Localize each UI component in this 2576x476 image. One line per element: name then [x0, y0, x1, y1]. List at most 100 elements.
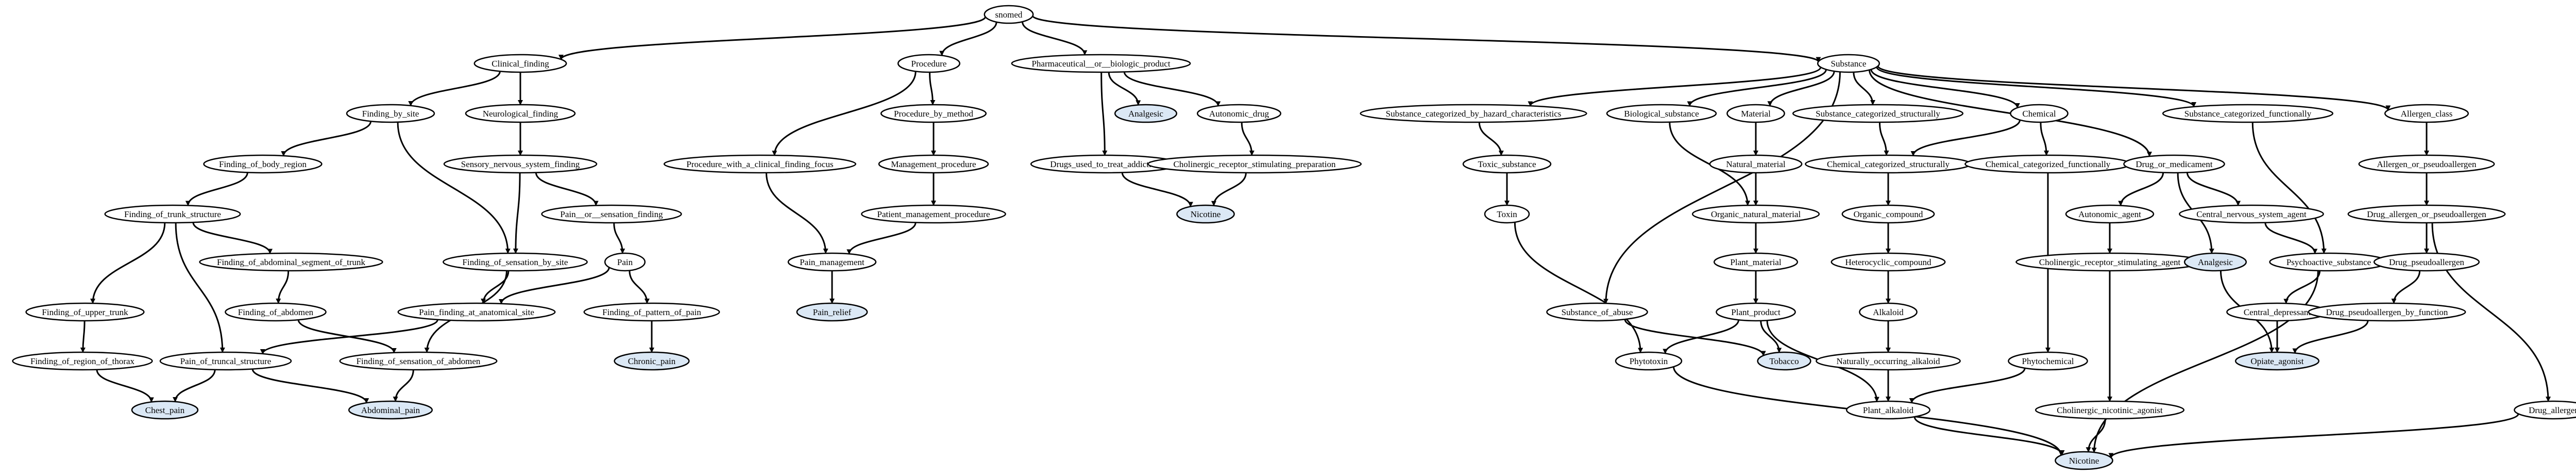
node-ellipse	[443, 252, 588, 272]
node-label: Chronic_pain	[628, 356, 676, 366]
edge-layer	[80, 15, 2551, 458]
node-ellipse	[465, 104, 576, 123]
node-substance: Substance	[1817, 54, 1880, 73]
edge-toxin-to-phytotoxin	[1514, 222, 1643, 353]
edge-finding-sensation-abdomen-to-abdominal-pain	[393, 369, 414, 402]
node-ellipse	[787, 252, 877, 272]
node-ellipse	[604, 252, 646, 272]
node-label: Heterocyclic_compound	[1845, 257, 1931, 267]
node-toxic-substance: Toxic_substance	[1462, 154, 1552, 174]
node-analgesic-s: Analgesic	[2183, 252, 2247, 272]
node-ellipse	[1546, 302, 1648, 322]
node-ellipse	[1615, 351, 1683, 371]
node-ellipse	[339, 351, 498, 371]
node-ellipse	[1716, 302, 1796, 322]
node-label: Material	[1741, 109, 1771, 119]
node-ellipse	[199, 252, 383, 272]
node-label: Chemical_categorized_structurally	[1827, 159, 1950, 169]
node-pain-sensation-finding: Pain__or__sensation_finding	[541, 204, 682, 224]
edge-drug-medicament-to-cns-agent	[2186, 172, 2241, 206]
node-toxin: Toxin	[1484, 204, 1530, 224]
edge-drug-medicament-to-autonomic-agent	[2118, 172, 2164, 206]
edge-finding-by-site-to-finding-sensation-site	[397, 122, 511, 254]
node-ellipse	[1147, 154, 1362, 174]
node-ellipse	[2179, 204, 2324, 224]
node-ellipse	[1841, 204, 1935, 224]
node-biological-substance: Biological_substance	[1606, 104, 1717, 123]
node-ellipse	[1462, 154, 1552, 174]
node-ellipse	[1691, 204, 1820, 224]
node-ellipse	[1196, 104, 1282, 123]
node-substance-abuse: Substance_of_abuse	[1546, 302, 1648, 322]
node-finding-sensation-abdomen: Finding_of_sensation_of_abdomen	[339, 351, 498, 371]
node-ellipse	[1792, 104, 1964, 123]
node-label: Finding_of_abdomen	[238, 307, 314, 317]
node-label: Procedure_with_a_clinical_finding_focus	[686, 159, 833, 169]
node-label: Plant_product	[1731, 307, 1781, 317]
node-label: Finding_of_region_of_thorax	[30, 356, 135, 366]
edge-plant-product-to-phytotoxin	[1663, 319, 1740, 354]
node-ellipse	[1360, 104, 1587, 123]
node-label: Central_depressant	[2244, 307, 2311, 317]
node-pain-management: Pain_management	[787, 252, 877, 272]
node-abdominal-pain: Abdominal_pain	[348, 400, 433, 420]
node-ellipse	[443, 154, 598, 174]
node-label: Plant_alkaloid	[1863, 405, 1914, 415]
node-pain-anatomical-site: Pain_finding_at_anatomical_site	[397, 302, 556, 322]
node-ellipse	[984, 5, 1034, 24]
node-ellipse	[880, 104, 987, 123]
edge-chemical-to-chem-struct	[1910, 120, 2021, 156]
edge-autonomic-drug-to-cholinergic-prep	[1241, 122, 1255, 156]
node-label: Drug_allergen_or_pseudoallergen	[2367, 209, 2486, 219]
edge-cholinergic-prep-to-nicotine-p	[1211, 172, 1247, 206]
node-sensory-finding: Sensory_nervous_system_finding	[443, 154, 598, 174]
edge-finding-trunk-to-pain-truncal	[175, 222, 225, 353]
edge-pain-sensation-finding-to-pain	[613, 222, 625, 254]
node-ellipse	[583, 302, 720, 322]
node-ellipse	[159, 351, 292, 371]
node-nicotine-p: Nicotine	[1176, 204, 1235, 224]
edge-cns-agent-to-psychoactive	[2264, 222, 2318, 254]
node-procedure: Procedure	[897, 54, 961, 73]
node-proc-clinical-focus: Procedure_with_a_clinical_finding_focus	[663, 154, 857, 174]
edge-pain-truncal-to-chest-pain	[173, 369, 216, 402]
node-drug-pseudo-func: Drug_pseudoallergen_by_function	[2308, 302, 2466, 322]
node-pain: Pain	[604, 252, 646, 272]
node-finding-pattern-pain: Finding_of_pattern_of_pain	[583, 302, 720, 322]
node-label: Nicotine	[1191, 209, 1221, 219]
edge-pain-anatomical-site-to-pain-truncal	[260, 319, 438, 354]
node-label: Cholinergic_nicotinic_agonist	[2057, 405, 2163, 415]
node-allergen-pseudo: Allergen_or_pseudoallergen	[2358, 154, 2495, 174]
node-ellipse	[2183, 252, 2247, 272]
edge-substance-to-allergen-class	[1877, 65, 2391, 111]
node-label: Tobacco	[1769, 356, 1799, 366]
node-analgesic-p: Analgesic	[1114, 104, 1178, 123]
node-ellipse	[346, 104, 435, 123]
node-ellipse	[861, 204, 1006, 224]
node-ellipse	[2065, 204, 2155, 224]
node-ellipse	[2308, 302, 2466, 322]
node-label: Alkaloid	[1873, 307, 1904, 317]
edge-sub-struct-to-chem-struct	[1878, 122, 1889, 156]
node-finding-abdomen: Finding_of_abdomen	[225, 302, 327, 322]
node-drugs-addiction: Drugs_used_to_treat_addiction	[1030, 154, 1180, 174]
node-label: Naturally_occurring_alkaloid	[1836, 356, 1940, 366]
node-label: Nicotine	[2069, 456, 2099, 466]
edge-finding-abd-segment-to-finding-abdomen	[276, 270, 290, 304]
node-ellipse	[397, 302, 556, 322]
node-drug-pseudo: Drug_pseudoallergen	[2373, 252, 2480, 272]
edge-snomed-to-substance	[1032, 15, 1821, 62]
node-ellipse	[663, 154, 857, 174]
node-finding-abd-segment: Finding_of_abdominal_segment_of_trunk	[199, 252, 383, 272]
node-label: Natural_material	[1726, 159, 1785, 169]
node-label: Cholinergic_receptor_stimulating_prepara…	[1173, 159, 1336, 169]
node-ellipse	[2035, 400, 2185, 420]
edge-substance-abuse-to-tobacco	[1624, 319, 1766, 356]
node-label: Substance_of_abuse	[1562, 307, 1633, 317]
node-ellipse	[225, 302, 327, 322]
node-label: Autonomic_agent	[2078, 209, 2141, 219]
node-label: Abdominal_pain	[361, 405, 420, 415]
node-autonomic-drug: Autonomic_drug	[1196, 104, 1282, 123]
edge-drugs-addiction-to-nicotine-p	[1121, 172, 1193, 207]
edge-pharma-to-drugs-addiction	[1100, 72, 1108, 156]
